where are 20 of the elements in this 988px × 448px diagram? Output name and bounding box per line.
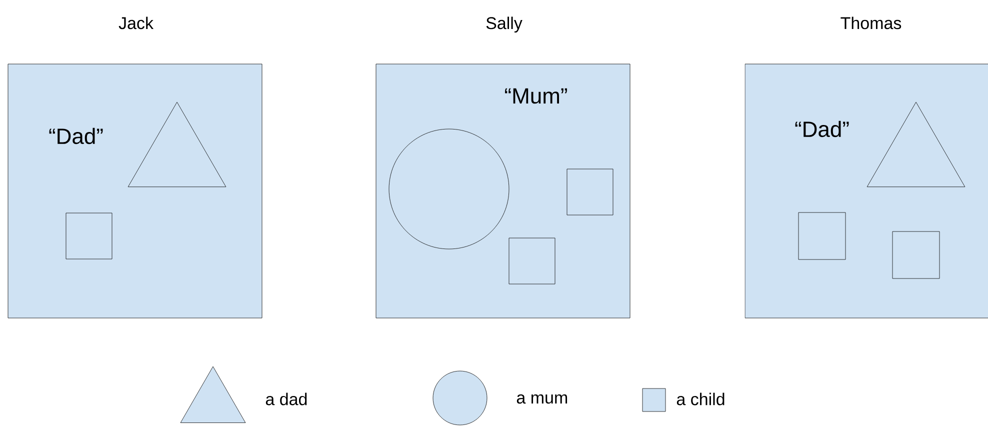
legend-label: a mum xyxy=(516,394,568,404)
panel xyxy=(8,64,262,318)
panel-title: Thomas xyxy=(840,16,902,30)
panel-title: Jack xyxy=(118,16,154,30)
square-shape xyxy=(798,212,846,260)
panel xyxy=(744,64,988,318)
circle-shape xyxy=(388,128,510,250)
square-shape xyxy=(566,168,614,216)
legend-label: a child xyxy=(676,392,724,406)
quoted-label: “Mum” xyxy=(505,88,567,104)
panel-title: Sally xyxy=(486,16,522,33)
square-shape xyxy=(66,212,112,260)
quoted-label: “Dad” xyxy=(49,128,103,144)
triangle-shape xyxy=(128,102,226,188)
legend-label: a dad xyxy=(266,392,307,406)
square-shape xyxy=(892,231,940,279)
quoted-label: “Dad” xyxy=(795,120,849,138)
panel xyxy=(376,64,630,318)
square-shape xyxy=(508,238,556,284)
triangle-shape xyxy=(866,102,966,188)
